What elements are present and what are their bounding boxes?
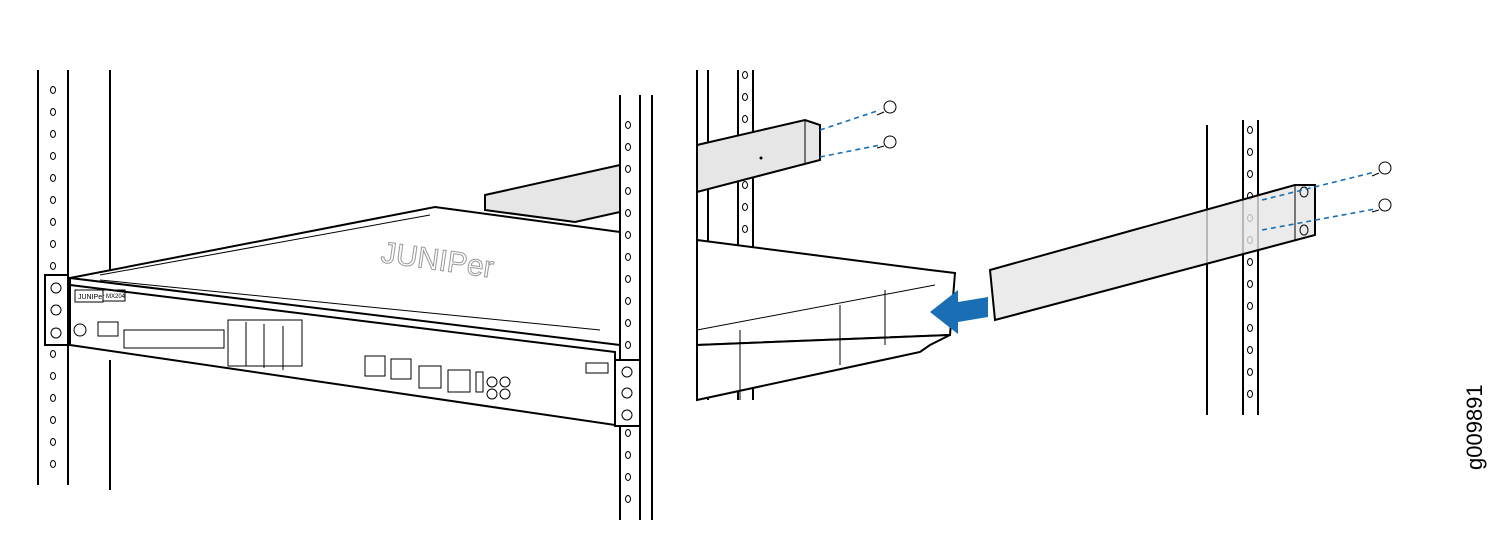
mgmt-port bbox=[364, 355, 386, 377]
rack-hole bbox=[1247, 126, 1253, 134]
rack-hole bbox=[1247, 390, 1253, 398]
router-side-view bbox=[696, 238, 957, 402]
sfp-port bbox=[97, 321, 119, 337]
rack-hole bbox=[625, 253, 631, 261]
screw-icon bbox=[1371, 198, 1392, 213]
rear-bracket bbox=[484, 163, 621, 224]
mounting-bracket-rear bbox=[696, 118, 821, 194]
rack-hole bbox=[50, 262, 56, 270]
rack-hole bbox=[742, 115, 748, 123]
qsfp-ports bbox=[123, 329, 225, 349]
screws-right bbox=[1261, 161, 1392, 231]
rack-hole bbox=[50, 130, 56, 138]
rack-hole bbox=[625, 275, 631, 283]
rack-hole bbox=[1247, 302, 1253, 310]
rack-hole bbox=[50, 174, 56, 182]
rack-hole bbox=[1247, 280, 1253, 288]
esd-jack bbox=[73, 323, 87, 337]
rj45-port bbox=[390, 358, 412, 380]
brand-logo-text: JUNIPer bbox=[78, 294, 105, 301]
rack-hole bbox=[625, 319, 631, 327]
rack-hole bbox=[50, 460, 56, 468]
tod-port bbox=[447, 369, 471, 393]
rack-hole bbox=[50, 372, 56, 380]
rack-hole bbox=[1247, 368, 1253, 376]
usb-port bbox=[475, 371, 484, 393]
rack-hole bbox=[742, 203, 748, 211]
rack-hole bbox=[50, 196, 56, 204]
rack-hole bbox=[625, 165, 631, 173]
rack-hole bbox=[625, 341, 631, 349]
rack-hole bbox=[50, 394, 56, 402]
direction-arrow bbox=[930, 290, 988, 334]
rack-hole bbox=[1247, 170, 1253, 178]
rack-hole bbox=[742, 225, 748, 233]
rack-hole bbox=[50, 416, 56, 424]
rack-hole bbox=[742, 71, 748, 79]
right-rack-rail bbox=[619, 95, 653, 520]
model-label: MX204 bbox=[106, 294, 126, 300]
rack-hole bbox=[50, 108, 56, 116]
rack-hole bbox=[50, 218, 56, 226]
rack-hole bbox=[625, 473, 631, 481]
rack-hole bbox=[742, 181, 748, 189]
far-right-rack-rail bbox=[1206, 120, 1259, 415]
sfp-cage-ports bbox=[227, 319, 303, 367]
rack-hole bbox=[50, 350, 56, 358]
figure-id-label: g009891 bbox=[1462, 384, 1487, 470]
screw-icon bbox=[876, 100, 897, 116]
screws-middle bbox=[819, 100, 897, 158]
screw-icon bbox=[1371, 161, 1392, 177]
rack-hole bbox=[50, 86, 56, 94]
router-chassis: JUNIPer JUNIPer MX204 bbox=[69, 205, 621, 427]
mounting-bracket bbox=[988, 184, 1316, 322]
console-port bbox=[418, 365, 442, 389]
rack-hole bbox=[625, 451, 631, 459]
left-rack-rail bbox=[37, 70, 111, 490]
junos-badge bbox=[585, 362, 609, 374]
rack-hole bbox=[742, 93, 748, 101]
rack-hole bbox=[1247, 258, 1253, 266]
rack-hole bbox=[625, 495, 631, 503]
rack-hole bbox=[625, 231, 631, 239]
rack-hole bbox=[1247, 148, 1253, 156]
rack-hole bbox=[50, 240, 56, 248]
rack-hole bbox=[625, 121, 631, 129]
rack-hole bbox=[1247, 324, 1253, 332]
rack-hole bbox=[625, 209, 631, 217]
rack-hole bbox=[625, 143, 631, 151]
rack-hole bbox=[50, 438, 56, 446]
rack-hole bbox=[50, 152, 56, 160]
screw-icon bbox=[876, 135, 897, 149]
rack-hole bbox=[625, 297, 631, 305]
rack-hole bbox=[1247, 346, 1253, 354]
front-mounting-ears bbox=[44, 274, 641, 427]
rack-hole bbox=[625, 429, 631, 437]
rack-hole bbox=[625, 187, 631, 195]
